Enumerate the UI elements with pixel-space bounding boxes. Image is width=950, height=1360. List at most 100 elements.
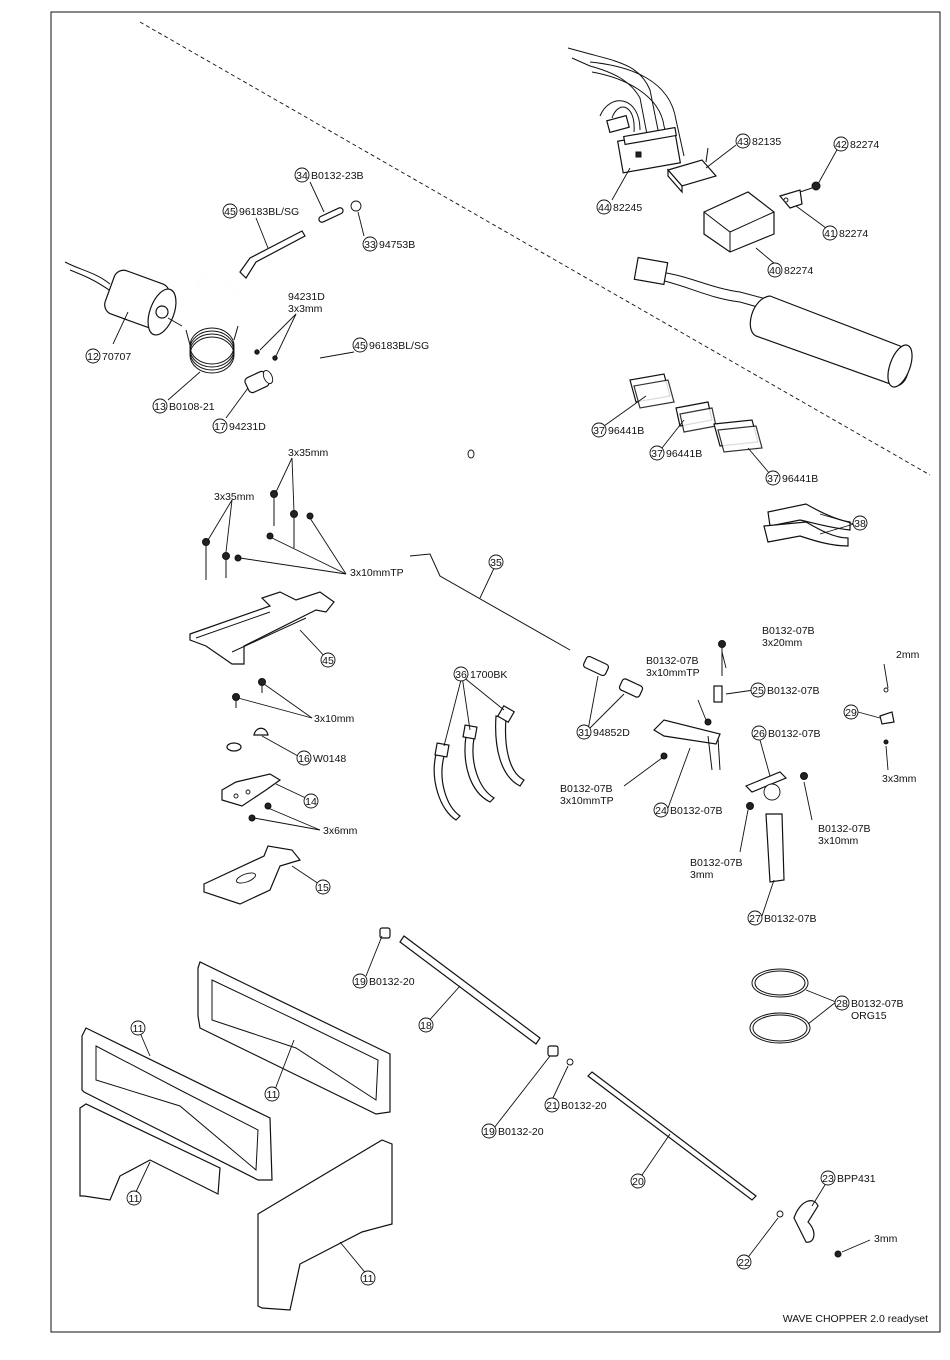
- callout-22: 22: [736, 1254, 752, 1270]
- svg-text:70707: 70707: [102, 351, 131, 363]
- svg-text:40: 40: [769, 265, 781, 277]
- callout-45c: 45: [320, 652, 336, 668]
- svg-text:12: 12: [87, 351, 99, 363]
- label-3x10: 3x10mm: [314, 713, 355, 725]
- label-3x10tp: 3x10mmTP: [350, 567, 404, 579]
- esc-part: [567, 47, 821, 253]
- callout-18: 18: [418, 1017, 434, 1033]
- svg-text:18: 18: [420, 1020, 432, 1032]
- svg-text:94231D: 94231D: [229, 421, 266, 433]
- svg-text:B0132-07B: B0132-07B: [670, 805, 723, 817]
- svg-text:22: 22: [738, 1257, 750, 1269]
- motor-part: [64, 261, 183, 336]
- section-divider: [139, 21, 931, 476]
- svg-text:20: 20: [632, 1176, 644, 1188]
- svg-text:W0148: W0148: [313, 753, 346, 765]
- label-3x6: 3x6mm: [323, 825, 358, 837]
- callout-11a: 11: [130, 1020, 146, 1036]
- label-b07b-d-size: 3x10mm: [818, 835, 859, 847]
- page-border: [50, 11, 941, 1333]
- label-b07b-e: B0132-07B: [690, 857, 743, 869]
- long-screws: [202, 490, 314, 580]
- svg-text:15: 15: [317, 882, 329, 894]
- svg-text:45: 45: [322, 655, 334, 667]
- svg-text:B0132-23B: B0132-23B: [311, 170, 364, 182]
- callout-14: 14: [303, 793, 319, 809]
- svg-text:82274: 82274: [784, 265, 813, 277]
- svg-text:19: 19: [483, 1126, 495, 1138]
- svg-text:82274: 82274: [850, 139, 879, 151]
- svg-text:37: 37: [593, 425, 605, 437]
- label-b07b-e-size: 3mm: [690, 869, 714, 881]
- svg-text:36: 36: [455, 669, 467, 681]
- svg-text:37: 37: [767, 473, 779, 485]
- label-94231d: 94231D: [288, 291, 325, 303]
- svg-text:B0132-07B: B0132-07B: [768, 728, 821, 740]
- label-b07b-d: B0132-07B: [818, 823, 871, 835]
- battery-part: [633, 256, 913, 388]
- velcro-tape-part: [629, 373, 763, 453]
- svg-text:35: 35: [490, 557, 502, 569]
- svg-text:11: 11: [129, 1193, 140, 1205]
- svg-text:37: 37: [651, 448, 663, 460]
- cooling-coil-part: [185, 325, 239, 374]
- svg-text:13: 13: [154, 401, 166, 413]
- svg-text:34: 34: [296, 170, 308, 182]
- strap-part: [763, 503, 851, 547]
- callout-38: 38: [852, 515, 868, 531]
- svg-text:ORG15: ORG15: [851, 1010, 887, 1022]
- svg-text:45: 45: [224, 206, 236, 218]
- svg-text:B0132-20: B0132-20: [498, 1126, 544, 1138]
- svg-text:25: 25: [752, 685, 764, 697]
- svg-text:82135: 82135: [752, 136, 781, 148]
- svg-text:38: 38: [854, 518, 866, 530]
- svg-text:96441B: 96441B: [666, 448, 702, 460]
- svg-text:29: 29: [845, 707, 857, 719]
- stand-part: [79, 961, 393, 1311]
- callout-15: 15: [315, 879, 331, 895]
- svg-text:45: 45: [354, 340, 366, 352]
- svg-text:21: 21: [546, 1100, 558, 1112]
- label-94231d-size: 3x3mm: [288, 303, 323, 315]
- callout-20: 20: [630, 1173, 646, 1189]
- callout-35: 35: [488, 554, 504, 570]
- svg-text:24: 24: [655, 805, 667, 817]
- label-3mm: 3mm: [874, 1233, 898, 1245]
- svg-text:17: 17: [214, 421, 226, 433]
- svg-text:B0132-20: B0132-20: [561, 1100, 607, 1112]
- label-b07b-a-size: 3x20mm: [762, 637, 803, 649]
- svg-text:11: 11: [267, 1089, 278, 1101]
- svg-text:B0132-07B: B0132-07B: [767, 685, 820, 697]
- svg-text:11: 11: [133, 1023, 144, 1035]
- coupler-part: [244, 369, 274, 394]
- footer-title: WAVE CHOPPER 2.0 readyset: [783, 1313, 928, 1325]
- svg-text:82274: 82274: [839, 228, 868, 240]
- callout-11d: 11: [360, 1270, 376, 1286]
- svg-text:26: 26: [753, 728, 765, 740]
- svg-text:B0108-21: B0108-21: [169, 401, 215, 413]
- svg-text:1700BK: 1700BK: [470, 669, 507, 681]
- svg-text:19: 19: [354, 976, 366, 988]
- svg-text:96441B: 96441B: [608, 425, 644, 437]
- label-2mm: 2mm: [896, 649, 920, 661]
- svg-text:B0132-07B: B0132-07B: [851, 998, 904, 1010]
- svg-text:28: 28: [836, 998, 848, 1010]
